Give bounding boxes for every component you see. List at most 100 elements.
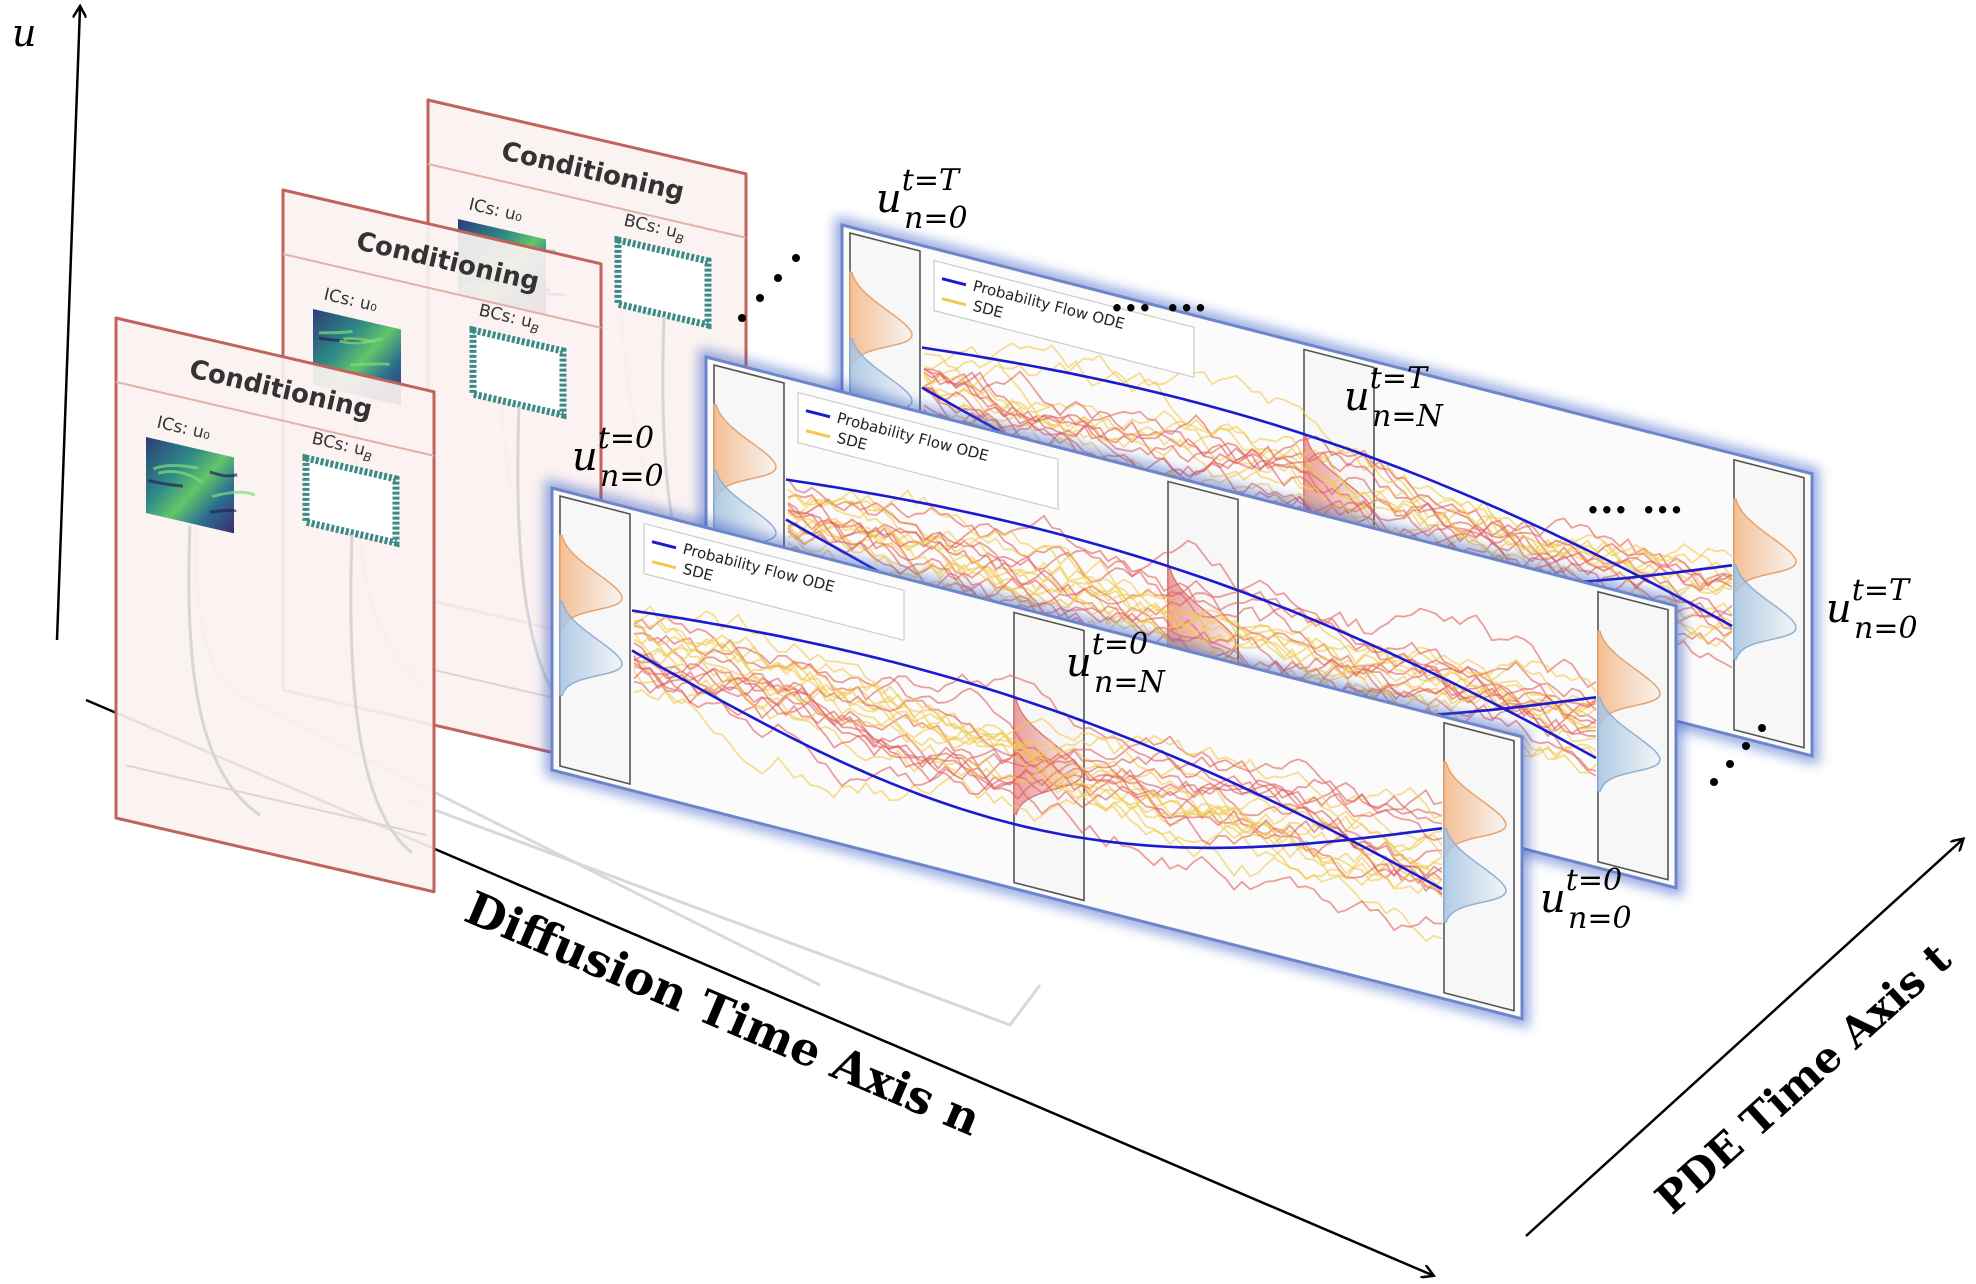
u-base: u (1540, 876, 1566, 922)
card-curve (187, 525, 261, 817)
ellipsis-diagonal-right (1710, 724, 1766, 786)
ode-trajectory (631, 609, 1443, 891)
card-curve (349, 534, 413, 854)
legend-box (643, 522, 905, 642)
sde-trajectory (787, 509, 1597, 712)
dist-blue-left (559, 600, 623, 697)
u-sup: t=T (1370, 361, 1429, 396)
ics-field-swirl (152, 463, 199, 471)
u-base: u (572, 434, 598, 480)
sde-trajectory (923, 368, 1733, 592)
sde-trajectory (633, 636, 1443, 870)
dist-blue-right (1733, 564, 1797, 660)
u-base: u (1344, 374, 1370, 420)
u-axis-label: u (12, 11, 36, 55)
sde-trajectory (787, 494, 1597, 689)
ics-field-swirl (147, 479, 184, 488)
sde-trajectory (633, 632, 1443, 890)
sde-trajectory (633, 619, 1443, 899)
u-sup: t=0 (1566, 863, 1622, 898)
legend-box (797, 391, 1059, 511)
ics-field-swirl (211, 490, 256, 498)
u-sub: n=0 (904, 201, 968, 236)
sde-trajectory (633, 622, 1443, 892)
bcs-frame (469, 325, 567, 420)
bcs-subscript: B (529, 322, 540, 337)
ics-field-swirl (209, 508, 237, 514)
ics-field-swirl (209, 470, 238, 478)
u-sub: n=0 (1568, 901, 1632, 936)
ode-trajectory (921, 346, 1733, 628)
pde-axis (1525, 840, 1962, 1237)
bcs-frame (614, 235, 712, 330)
u-sub: n=N (1094, 665, 1166, 700)
legend-ode-swatch (805, 409, 831, 419)
sde-trajectory (787, 512, 1597, 743)
ellipsis-top: ··· ··· (1110, 285, 1207, 332)
legend-sde-swatch (805, 429, 831, 439)
ics-field-swirl (319, 329, 353, 335)
bcs-subscript: B (674, 232, 685, 247)
u-sup: t=0 (598, 421, 654, 456)
card-divider (427, 163, 747, 239)
ode-trajectory (631, 649, 1443, 850)
sde-trajectory (633, 610, 1443, 820)
u-sub: n=0 (600, 459, 664, 494)
sde-trajectory (923, 342, 1733, 564)
u-sup: t=T (902, 163, 961, 198)
pde-axis-label: PDE Time Axis t (1646, 933, 1961, 1223)
u-base: u (1066, 640, 1092, 686)
sde-trajectory (923, 371, 1733, 587)
ellipsis-marks: ··· ··· ··· ··· (738, 254, 1766, 786)
ode-trajectory (785, 478, 1597, 760)
sde-trajectory (787, 499, 1597, 694)
sde-trajectory (633, 632, 1443, 842)
ellipsis-diagonal-top (738, 254, 800, 322)
sde-trajectory (923, 408, 1733, 630)
u-sup: t=T (1852, 573, 1911, 608)
legend-ode-swatch (941, 277, 967, 287)
legend-sde-swatch (651, 560, 677, 570)
sde-trajectory (633, 664, 1443, 932)
u-base: u (1826, 586, 1852, 632)
ics-field-swirl (339, 337, 383, 345)
legend-sde-swatch (941, 297, 967, 307)
sde-trajectory (787, 509, 1597, 722)
sde-trajectory (923, 356, 1733, 592)
sde-trajectory (923, 353, 1733, 595)
u-base: u (876, 176, 902, 222)
dist-blue-right (1443, 827, 1507, 923)
u-sub: n=0 (1854, 611, 1918, 646)
ics-field-swirl (350, 362, 390, 367)
legend-box (933, 259, 1195, 379)
sde-trajectory (633, 652, 1443, 825)
card-base (125, 764, 427, 836)
card-divider (282, 253, 602, 329)
u-axis (55, 8, 80, 641)
card-frame (114, 316, 436, 894)
u-sup: t=0 (1092, 627, 1148, 662)
diffusion-axis-label: Diffusion Time Axis n (458, 880, 989, 1146)
ics-field-swirl (157, 470, 203, 483)
u-sub: n=N (1372, 399, 1444, 434)
dist-blue-right (1597, 696, 1661, 792)
ics-field-image (146, 436, 234, 534)
sde-trajectory (787, 503, 1597, 772)
legend-ode-swatch (651, 540, 677, 550)
sde-trajectory (787, 541, 1597, 717)
ellipsis-right: ··· ··· (1586, 487, 1683, 534)
bcs-subscript: B (362, 450, 373, 465)
card-divider (115, 381, 435, 457)
